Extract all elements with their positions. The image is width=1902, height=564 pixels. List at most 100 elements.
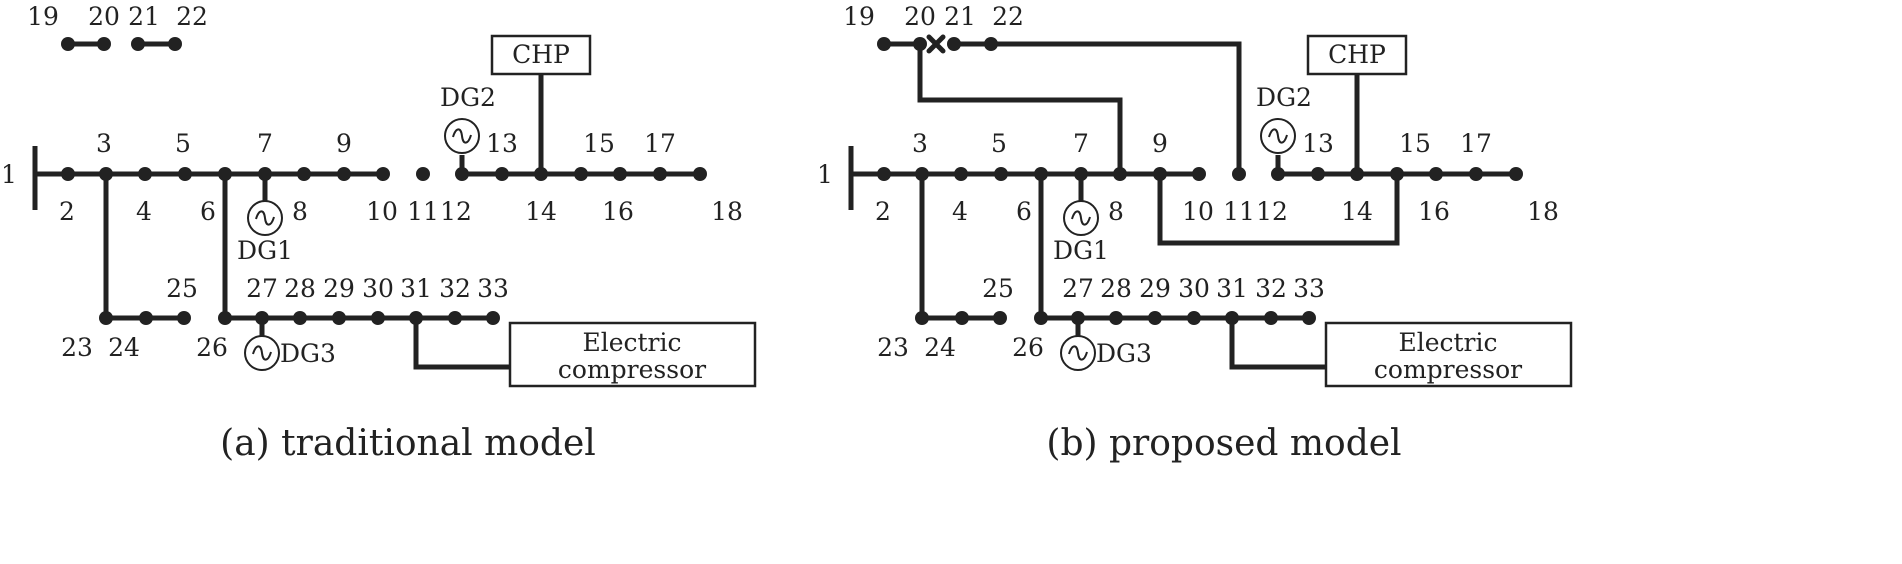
bus-label-7: 7	[1073, 129, 1089, 158]
bus-node-8	[1113, 167, 1127, 181]
dg2-label: DG2	[1256, 83, 1312, 112]
panel-caption: (b) proposed model	[1046, 423, 1401, 464]
bus-label-8: 8	[292, 197, 308, 226]
bus-label-12: 12	[1256, 197, 1288, 226]
bus-label-31: 31	[400, 274, 432, 303]
bus-label-23: 23	[877, 333, 909, 362]
bus-label-16: 16	[1418, 197, 1450, 226]
bus-node-23	[99, 311, 113, 325]
bus-node-28	[1109, 311, 1123, 325]
bus-node-33	[1302, 311, 1316, 325]
dg1-label: DG1	[1053, 236, 1109, 265]
bus-label-19: 19	[27, 2, 59, 31]
bus-node-14	[1350, 167, 1364, 181]
bus-label-21: 21	[128, 2, 160, 31]
bus-node-3	[99, 167, 113, 181]
bus-label-24: 24	[924, 333, 956, 362]
tie-line-20-8	[917, 44, 1123, 174]
bus-label-8: 8	[1108, 197, 1124, 226]
bus-node-4	[138, 167, 152, 181]
bus-label-27: 27	[1062, 274, 1094, 303]
bus-label-33: 33	[1293, 274, 1325, 303]
compressor-connection	[413, 318, 510, 370]
bus-label-20: 20	[88, 2, 120, 31]
bus-label-10: 10	[1182, 197, 1214, 226]
bus-label-32: 32	[1255, 274, 1287, 303]
panel-caption: (a) traditional model	[220, 423, 596, 464]
bus-nodes	[61, 37, 707, 325]
bus-node-21	[131, 37, 145, 51]
bus-node-3	[915, 167, 929, 181]
bus-node-29	[1148, 311, 1162, 325]
bus-node-9	[1153, 167, 1167, 181]
bus-node-31	[409, 311, 423, 325]
bus-node-4	[954, 167, 968, 181]
dg3-label: DG3	[280, 339, 336, 368]
bus-label-14: 14	[1341, 197, 1373, 226]
bus-node-14	[534, 167, 548, 181]
bus-label-31: 31	[1216, 274, 1248, 303]
chp-label: CHP	[1328, 40, 1386, 69]
bus-label-32: 32	[439, 274, 471, 303]
bus-node-17	[1469, 167, 1483, 181]
bus-node-26	[1034, 311, 1048, 325]
chp-label: CHP	[512, 40, 570, 69]
bus-node-5	[994, 167, 1008, 181]
bus-label-28: 28	[1100, 274, 1132, 303]
bus-label-13: 13	[1302, 129, 1334, 158]
open-switch-x-icon	[926, 34, 946, 54]
bus-node-15	[1390, 167, 1404, 181]
bus-label-18: 18	[711, 197, 743, 226]
bus-label-29: 29	[1139, 274, 1171, 303]
bus-node-25	[993, 311, 1007, 325]
bus-label-16: 16	[602, 197, 634, 226]
bus-node-13	[495, 167, 509, 181]
bus-node-16	[613, 167, 627, 181]
bus-node-10	[1192, 167, 1206, 181]
tie-line-22-11	[991, 41, 1242, 174]
compressor-label-line1: Electric	[582, 328, 681, 357]
bus-label-27: 27	[246, 274, 278, 303]
bus-label-21: 21	[944, 2, 976, 31]
bus-label-15: 15	[583, 129, 615, 158]
dg2-label: DG2	[440, 83, 496, 112]
bus-node-28	[293, 311, 307, 325]
bus-label-6: 6	[1016, 197, 1032, 226]
bus-node-19	[877, 37, 891, 51]
bus-label-2: 2	[875, 197, 891, 226]
bus-node-29	[332, 311, 346, 325]
bus-label-19: 19	[843, 2, 875, 31]
bus-label-33: 33	[477, 274, 509, 303]
bus-label-17: 17	[644, 129, 676, 158]
bus-label-26: 26	[196, 333, 228, 362]
bus-node-18	[1509, 167, 1523, 181]
bus-node-13	[1311, 167, 1325, 181]
bus-label-3: 3	[96, 129, 112, 158]
bus-node-18	[693, 167, 707, 181]
bus-label-23: 23	[61, 333, 93, 362]
bus-node-27	[1071, 311, 1085, 325]
bus-node-22	[168, 37, 182, 51]
bus-node-24	[955, 311, 969, 325]
bus-label-30: 30	[362, 274, 394, 303]
bus-label-22: 22	[176, 2, 208, 31]
bus-label-4: 4	[136, 197, 152, 226]
bus-node-25	[177, 311, 191, 325]
bus-label-6: 6	[200, 197, 216, 226]
bus-node-33	[486, 311, 500, 325]
bus-node-20	[97, 37, 111, 51]
bus-label-1: 1	[1, 160, 17, 189]
bus-label-5: 5	[175, 129, 191, 158]
dg3-label: DG3	[1096, 339, 1152, 368]
bus-label-29: 29	[323, 274, 355, 303]
bus-label-5: 5	[991, 129, 1007, 158]
electric-compressor-box	[1324, 321, 1573, 388]
bus-node-32	[448, 311, 462, 325]
bus-label-1: 1	[817, 160, 833, 189]
bus-label-12: 12	[440, 197, 472, 226]
dg2-generator-icon	[1260, 118, 1296, 154]
dg1-label: DG1	[237, 236, 293, 265]
bus-node-7	[258, 167, 272, 181]
